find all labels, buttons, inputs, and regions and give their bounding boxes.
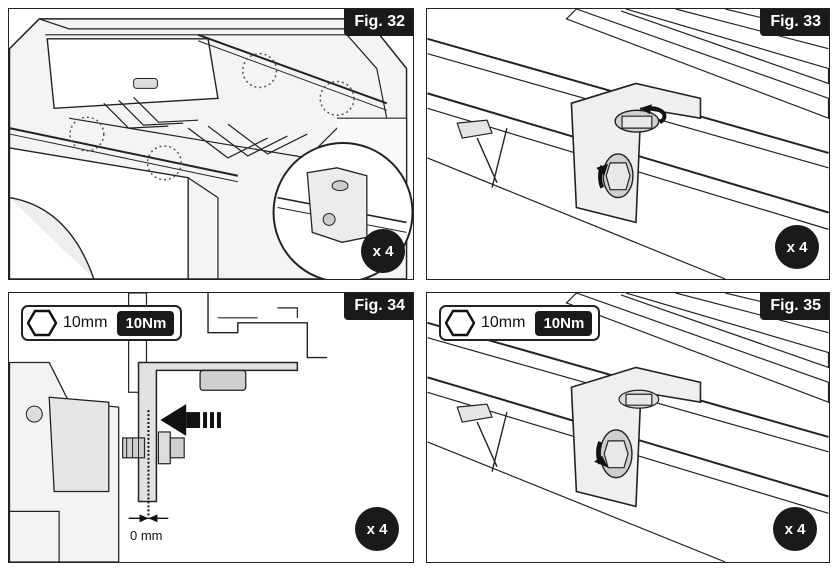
figure-35-label: Fig. 35: [760, 293, 829, 320]
figure-33-label: Fig. 33: [760, 9, 829, 36]
figure-34-torque: 10Nm: [117, 310, 175, 336]
hexagon-icon: [27, 309, 57, 337]
figure-35-tool-size: 10mm: [481, 314, 526, 331]
figure-35-quantity-badge: x 4: [773, 507, 817, 551]
figure-34-tool-size: 10mm: [63, 314, 108, 331]
hexagon-icon: [445, 309, 475, 337]
arrow-left-icon: [160, 404, 221, 436]
figure-32-quantity-badge: x 4: [361, 229, 405, 273]
bracket-rail-tightened-illustration: [427, 293, 829, 562]
figure-35-panel: 10mm 10Nm Fig. 35 x 4: [426, 292, 830, 563]
bracket-rail-illustration: [427, 9, 829, 279]
figure-34-tool-spec: 10mm 10Nm: [21, 305, 183, 341]
figure-33-quantity-badge: x 4: [775, 225, 819, 269]
figure-34-quantity-badge: x 4: [355, 507, 399, 551]
figure-34-panel: 10mm 10Nm 0 mm Fig. 34 x 4: [8, 292, 414, 563]
figure-35-tool-spec: 10mm 10Nm: [439, 305, 601, 341]
figure-34-label: Fig. 34: [344, 293, 413, 320]
figure-32-label: Fig. 32: [344, 9, 413, 36]
figure-33-panel: Fig. 33 x 4: [426, 8, 830, 280]
figure-35-torque: 10Nm: [535, 310, 593, 336]
figure-34-gap-label: 0 mm: [130, 528, 163, 543]
figure-32-panel: Fig. 32 x 4: [8, 8, 414, 280]
truck-bed-illustration: [9, 18, 413, 279]
